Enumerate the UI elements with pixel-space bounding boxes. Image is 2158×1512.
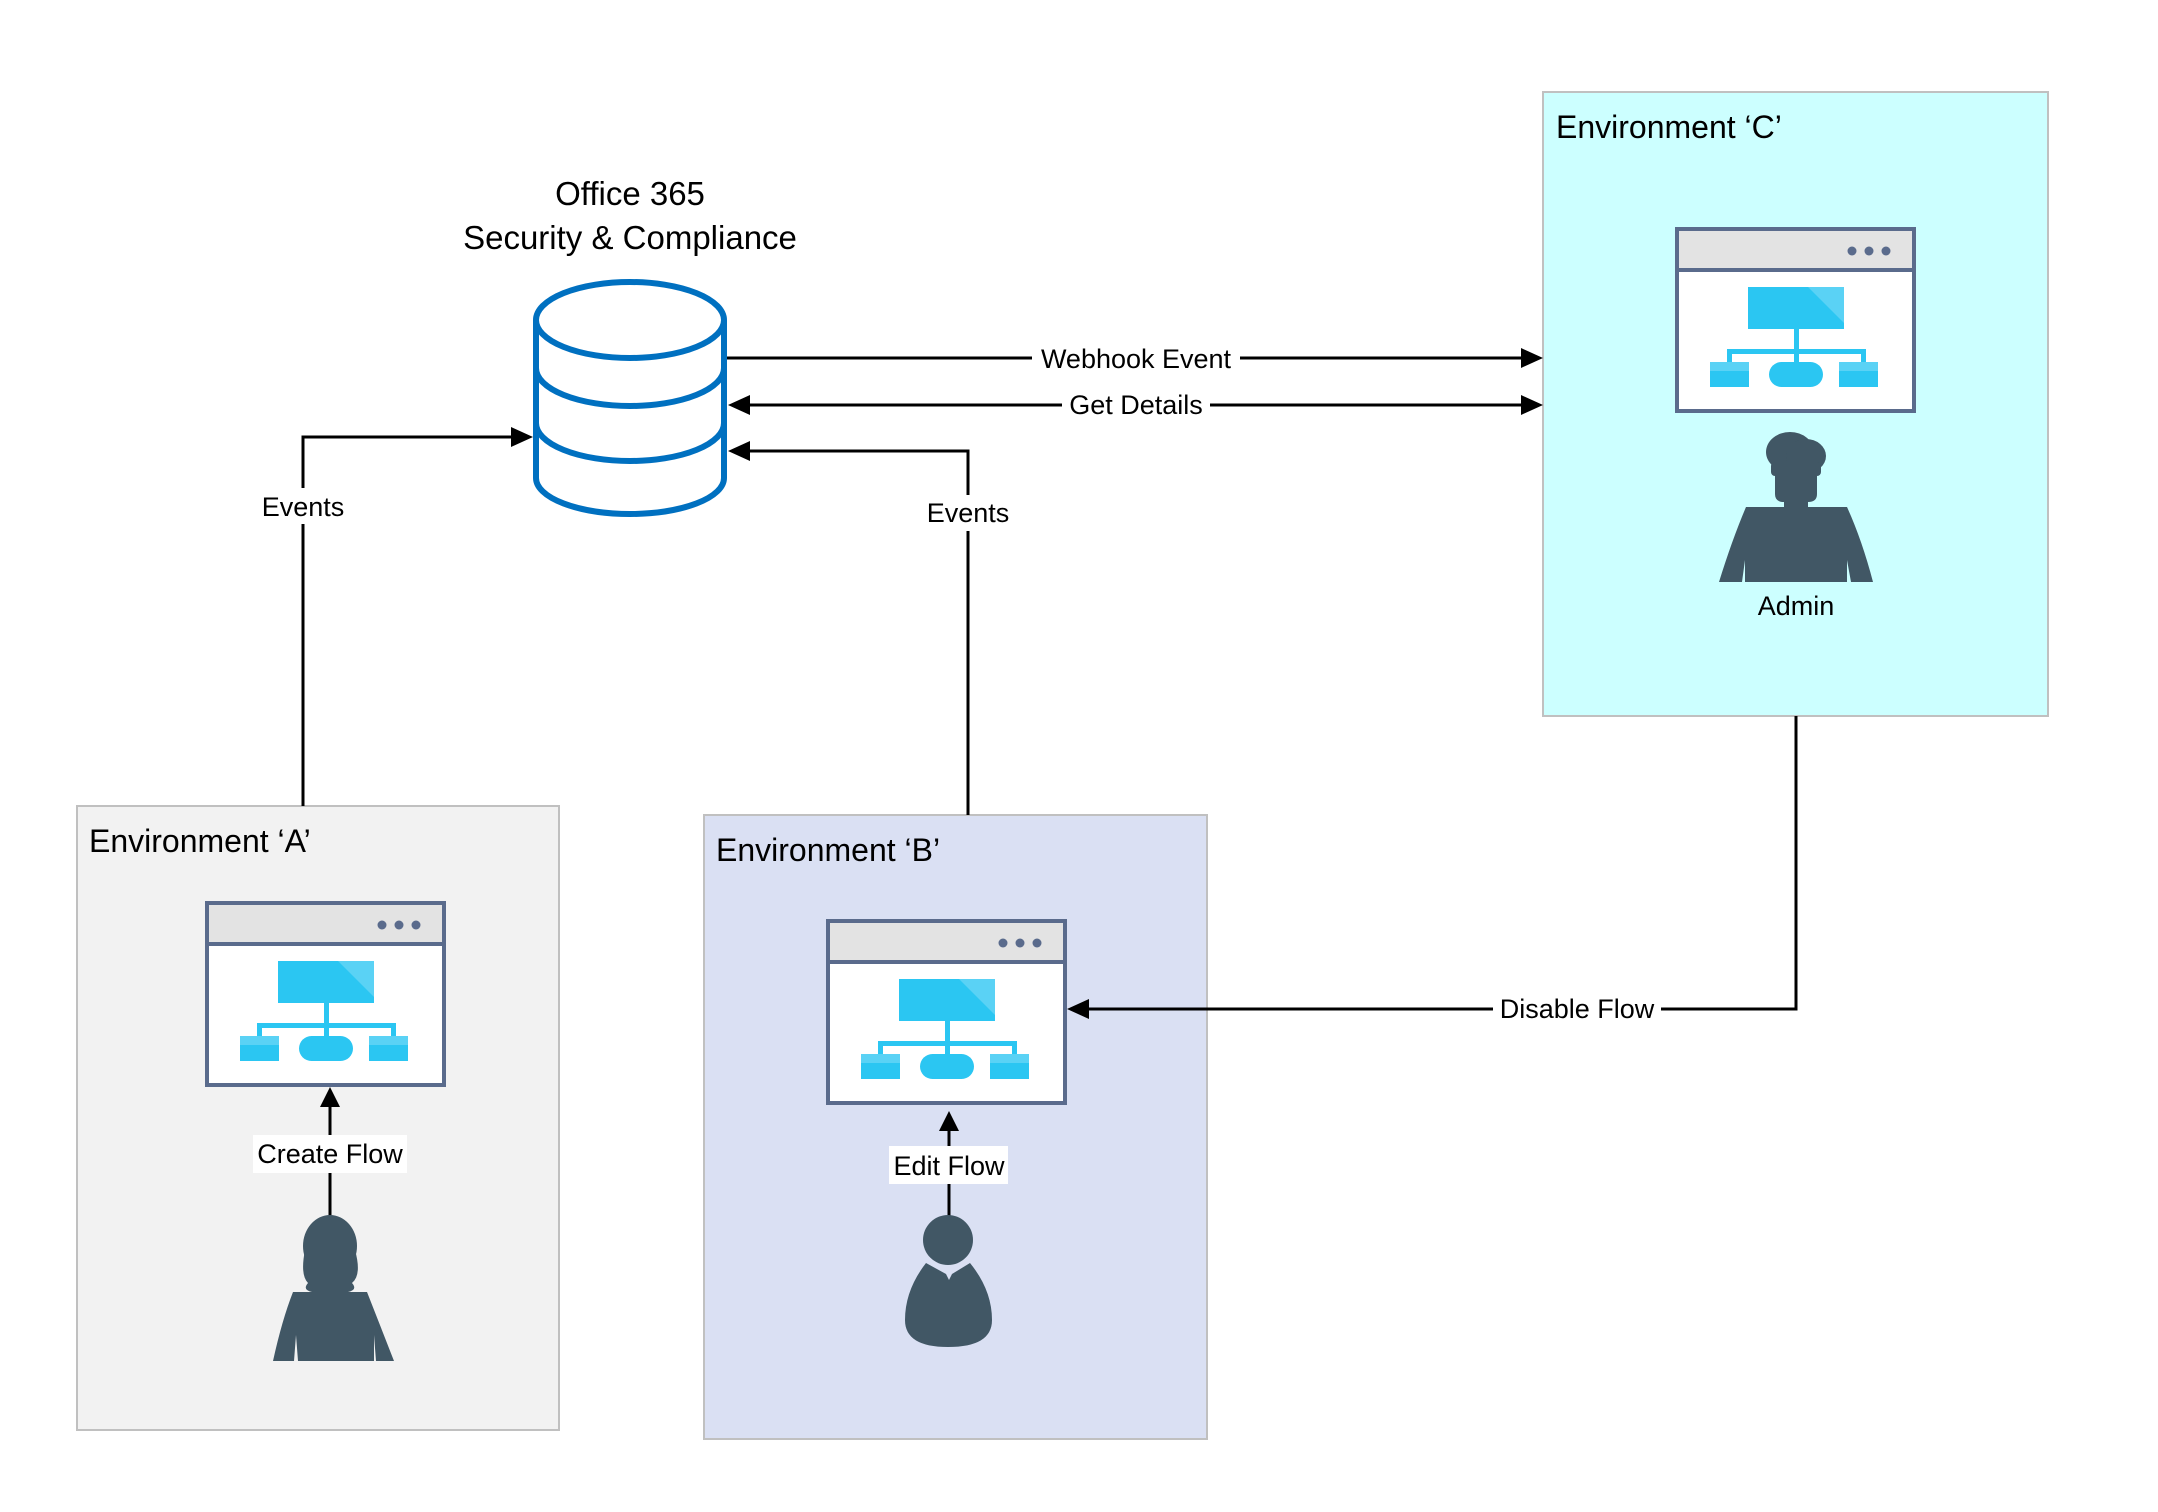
male-user-icon xyxy=(905,1215,992,1347)
admin-user-icon xyxy=(1719,432,1873,582)
admin-label: Admin xyxy=(1758,591,1835,621)
edit-flow-label: Edit Flow xyxy=(893,1151,1005,1181)
disable-flow-label: Disable Flow xyxy=(1500,994,1655,1024)
webhook-event-label: Webhook Event xyxy=(1041,344,1232,374)
create-flow-connector: Create Flow xyxy=(253,1087,407,1225)
get-details-label: Get Details xyxy=(1069,390,1203,420)
environment-c-title: Environment ‘C’ xyxy=(1556,109,1782,145)
get-details-connector: Get Details xyxy=(728,389,1543,421)
events-b-connector: Events xyxy=(728,441,1016,815)
events-a-label: Events xyxy=(262,492,345,522)
disable-flow-connector: Disable Flow xyxy=(1067,716,1798,1026)
webhook-event-connector: Webhook Event xyxy=(727,342,1543,374)
edit-flow-connector: Edit Flow xyxy=(889,1111,1008,1218)
flow-app-window-a-icon xyxy=(205,901,446,1087)
office365-title-line2: Security & Compliance xyxy=(463,219,797,256)
flow-app-window-c-icon xyxy=(1675,227,1916,413)
environment-b-title: Environment ‘B’ xyxy=(716,832,940,868)
database-icon xyxy=(533,279,727,517)
environment-a-title: Environment ‘A’ xyxy=(89,823,311,859)
flow-app-window-b-icon xyxy=(826,919,1067,1105)
office365-title-line1: Office 365 xyxy=(555,175,705,212)
events-b-label: Events xyxy=(927,498,1010,528)
female-user-icon xyxy=(273,1215,394,1361)
events-a-connector: Events xyxy=(255,427,533,806)
create-flow-label: Create Flow xyxy=(257,1139,403,1169)
